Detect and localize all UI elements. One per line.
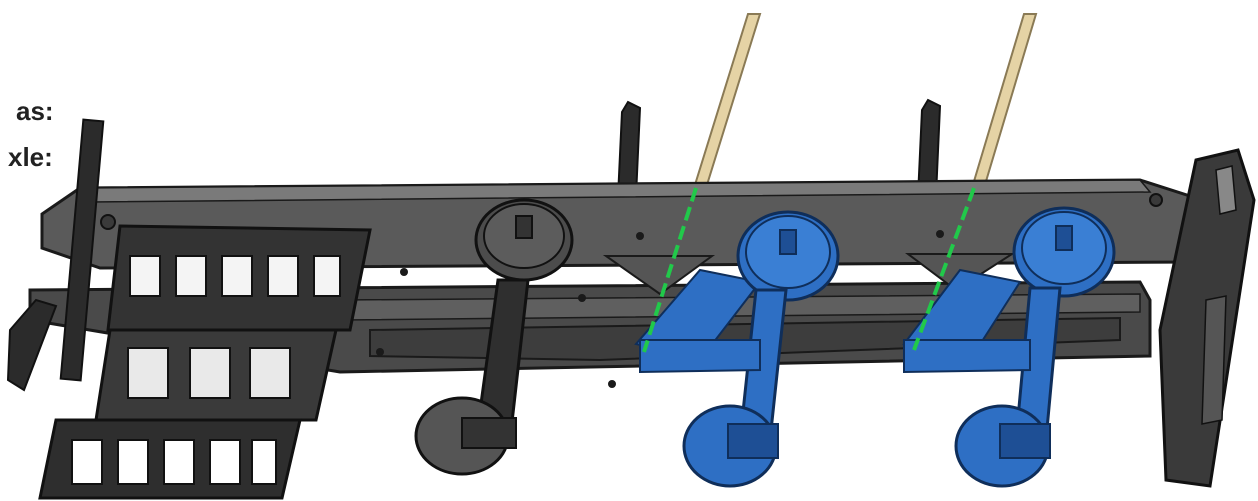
caption-line-1: as: — [16, 96, 54, 126]
frame-bolts — [376, 230, 944, 388]
grey-wheel-assembly — [414, 198, 574, 476]
left-ladder-assembly — [6, 118, 372, 500]
blue-wheel-assembly-1 — [634, 210, 840, 488]
bracket-left — [602, 255, 716, 296]
caption-line-2: xle: — [8, 142, 53, 172]
blue-wheel-assembly-2 — [902, 206, 1116, 488]
tan-rod-2 — [970, 13, 1038, 189]
right-end-plate — [1158, 148, 1256, 488]
tan-rod-1 — [692, 13, 762, 189]
green-guide-lines — [642, 187, 976, 353]
